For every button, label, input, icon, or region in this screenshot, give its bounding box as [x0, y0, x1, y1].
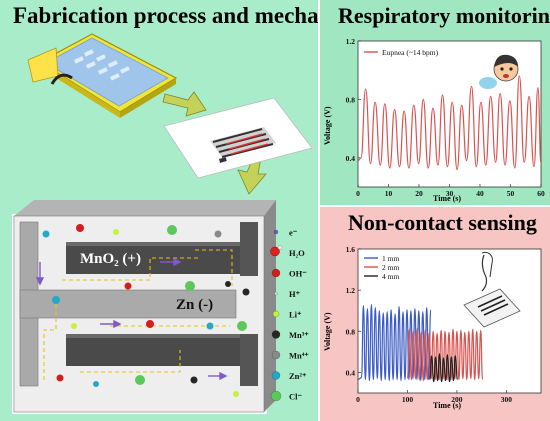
- printed-sheet: [163, 97, 313, 179]
- legend-label: e⁻: [289, 228, 298, 238]
- legend-marker: [270, 246, 280, 257]
- series-line: [429, 353, 458, 383]
- x-tick-label: 200: [451, 395, 463, 404]
- legend-marker-h: [277, 245, 283, 250]
- legend-label: H₂O: [289, 248, 305, 258]
- legend-entry: 2 mm: [382, 263, 399, 272]
- anode-label: Zn (-): [176, 297, 213, 313]
- x-tick-label: 20: [415, 189, 423, 198]
- legend-marker: [271, 330, 281, 339]
- legend-item: OH⁻: [271, 268, 307, 279]
- legend-label: Mn⁴⁺: [289, 351, 309, 361]
- cathode-label: MnO₂ (+): [80, 251, 141, 267]
- y-tick-label: 0.8: [346, 95, 356, 104]
- x-tick-label: 100: [402, 395, 414, 404]
- respiratory-ylabel: Voltage (V): [323, 106, 332, 145]
- series-line: [357, 303, 432, 382]
- y-tick-label: 1.6: [346, 245, 356, 254]
- noncontact-plot: 0 100 200 300 0.4 0.8 1.2 1.6 1 mm2 mm4 mm: [346, 245, 513, 404]
- noncontact-ylabel: Voltage (V): [323, 312, 332, 351]
- legend-marker: [274, 291, 278, 296]
- legend-marker: [271, 268, 281, 278]
- legend-entry: 1 mm: [382, 254, 399, 263]
- legend-item: Cl⁻: [270, 390, 303, 402]
- legend-item: Li⁺: [272, 310, 302, 320]
- legend-item: e⁻: [273, 228, 298, 238]
- x-tick-label: 30: [446, 189, 454, 198]
- legend-marker: [272, 310, 280, 318]
- legend-item: Zn²⁺: [271, 371, 307, 381]
- x-tick-label: 60: [537, 189, 545, 198]
- noncontact-panel: Non-contact sensing 0 100 200 300 0.4 0.8 1.2 1…: [320, 207, 550, 421]
- x-tick-label: 0: [356, 189, 360, 198]
- y-tick-label: 1.2: [346, 286, 356, 295]
- fabrication-title: Fabrication process and mechanism: [13, 3, 318, 28]
- legend-marker: [271, 350, 281, 360]
- legend-label: Mn³⁺: [289, 330, 309, 340]
- x-tick-label: 50: [507, 189, 515, 198]
- legend-label: Li⁺: [289, 310, 302, 320]
- legend-label: Zn²⁺: [289, 371, 307, 381]
- respiratory-xlabel: Time (s): [433, 194, 461, 203]
- respiratory-title: Respiratory monitoring: [338, 3, 550, 28]
- legend-marker: [273, 229, 279, 235]
- y-tick-label: 0.4: [346, 368, 356, 377]
- x-tick-label: 40: [476, 189, 484, 198]
- legend-label: OH⁻: [289, 269, 307, 279]
- species-legend: e⁻ H₂O OH⁻ H⁺ Li⁺ Mn³⁺ Mn⁴⁺ Zn²⁺ Cl⁻: [270, 228, 309, 402]
- legend-item: H⁺: [274, 289, 301, 299]
- face-icon: [479, 54, 519, 89]
- finger-sensor-icon: [463, 252, 521, 328]
- y-tick-label: 0.4: [346, 154, 356, 163]
- fabrication-panel: Fabrication process and mechanism: [0, 0, 318, 421]
- legend-marker: [271, 371, 281, 380]
- legend-item: H₂O: [270, 245, 305, 258]
- y-tick-label: 1.2: [346, 37, 356, 46]
- series-line: [357, 75, 542, 171]
- legend-entry: 4 mm: [382, 272, 399, 281]
- legend-label: Cl⁻: [289, 392, 303, 402]
- legend-entry: Eupnea (~14 bpm): [382, 48, 439, 57]
- noncontact-title: Non-contact sensing: [348, 210, 537, 235]
- legend-item: Mn⁴⁺: [271, 350, 309, 361]
- x-tick-label: 300: [501, 395, 513, 404]
- y-tick-label: 0.8: [346, 327, 356, 336]
- series-line: [406, 327, 484, 382]
- x-tick-label: 0: [356, 395, 360, 404]
- process-arrow-1: [162, 91, 207, 117]
- legend-label: H⁺: [289, 289, 301, 299]
- legend-marker: [270, 390, 282, 402]
- fabrication-illustration: MnO₂ (+) Zn (-) e⁻ H₂O OH⁻ H⁺ Li⁺ Mn³⁺ Mn⁴⁺ Zn²…: [12, 33, 313, 414]
- noncontact-chart: 0 100 200 300 0.4 0.8 1.2 1.6 1 mm2 mm4 mm Volta…: [323, 245, 542, 410]
- device-cross-section: MnO₂ (+) Zn (-): [12, 200, 276, 414]
- noncontact-xlabel: Time (s): [433, 401, 461, 410]
- screen-print-frame: [27, 33, 178, 118]
- x-tick-label: 10: [385, 189, 393, 198]
- legend-item: Mn³⁺: [271, 330, 309, 340]
